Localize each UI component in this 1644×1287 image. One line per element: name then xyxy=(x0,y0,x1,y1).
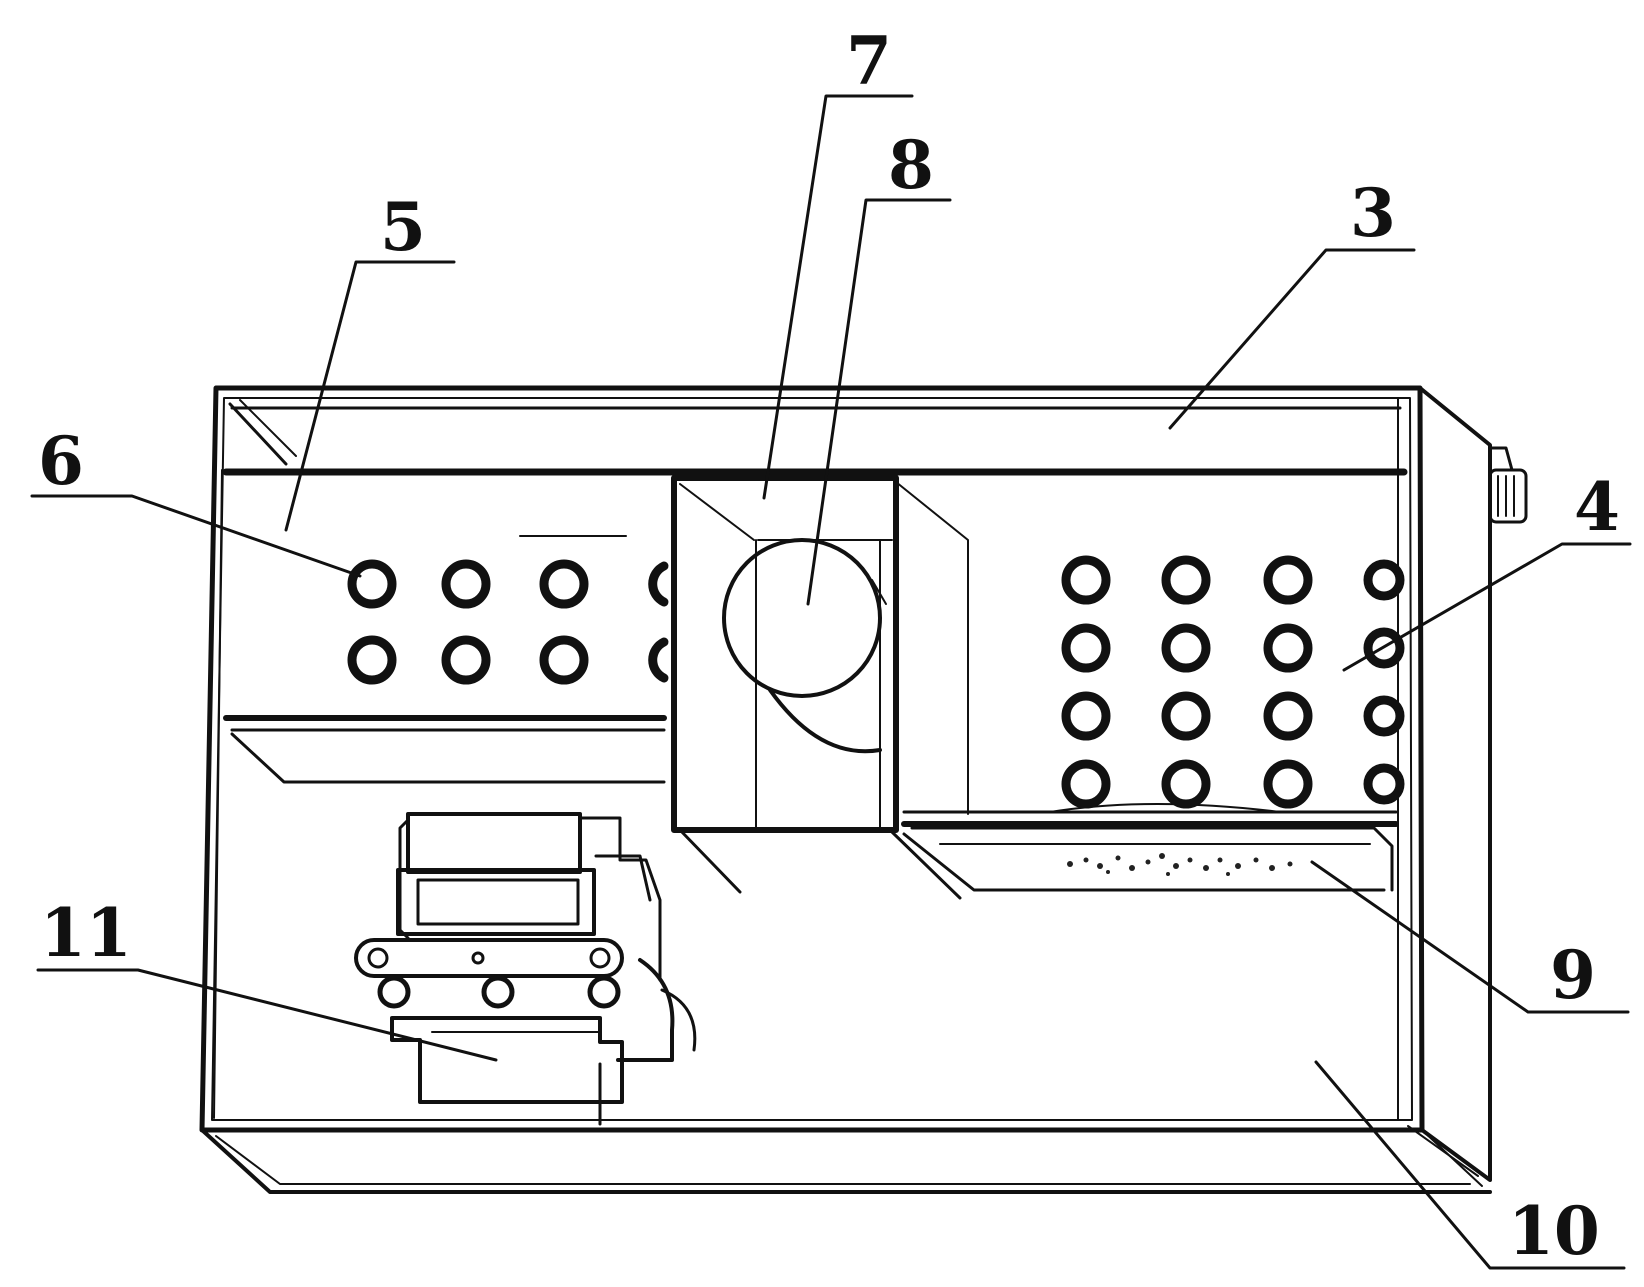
left-shelf-holes xyxy=(347,559,669,685)
tray-granules xyxy=(1067,853,1293,876)
callout-3: 3 xyxy=(1350,174,1396,252)
callout-labels: 5 6 7 8 3 4 9 10 11 xyxy=(38,22,1620,1270)
leader-9 xyxy=(1310,860,1630,1014)
leader-4 xyxy=(1342,542,1632,672)
housing xyxy=(199,385,1528,1194)
leader-5 xyxy=(284,260,456,532)
callout-11: 11 xyxy=(40,894,132,972)
callout-10: 10 xyxy=(1508,1192,1600,1270)
leader-3 xyxy=(1168,248,1416,430)
callout-8: 8 xyxy=(888,126,934,204)
callout-7: 7 xyxy=(846,22,892,100)
right-shelf-holes xyxy=(1061,555,1405,809)
leader-8 xyxy=(806,198,952,606)
leader-lines xyxy=(30,94,1632,1270)
right-shelf xyxy=(901,555,1405,827)
callout-4: 4 xyxy=(1574,468,1620,546)
callout-6: 6 xyxy=(38,422,84,500)
fan-module xyxy=(671,475,969,900)
leader-7 xyxy=(762,94,914,500)
leader-10 xyxy=(1314,1060,1626,1270)
callout-9: 9 xyxy=(1550,936,1596,1014)
tray xyxy=(902,826,1394,892)
leader-6 xyxy=(30,494,362,578)
pump-unit xyxy=(354,812,697,1126)
callout-5: 5 xyxy=(380,188,426,266)
leader-11 xyxy=(36,968,498,1062)
fan-disc xyxy=(722,538,887,754)
left-shelf xyxy=(223,535,669,784)
